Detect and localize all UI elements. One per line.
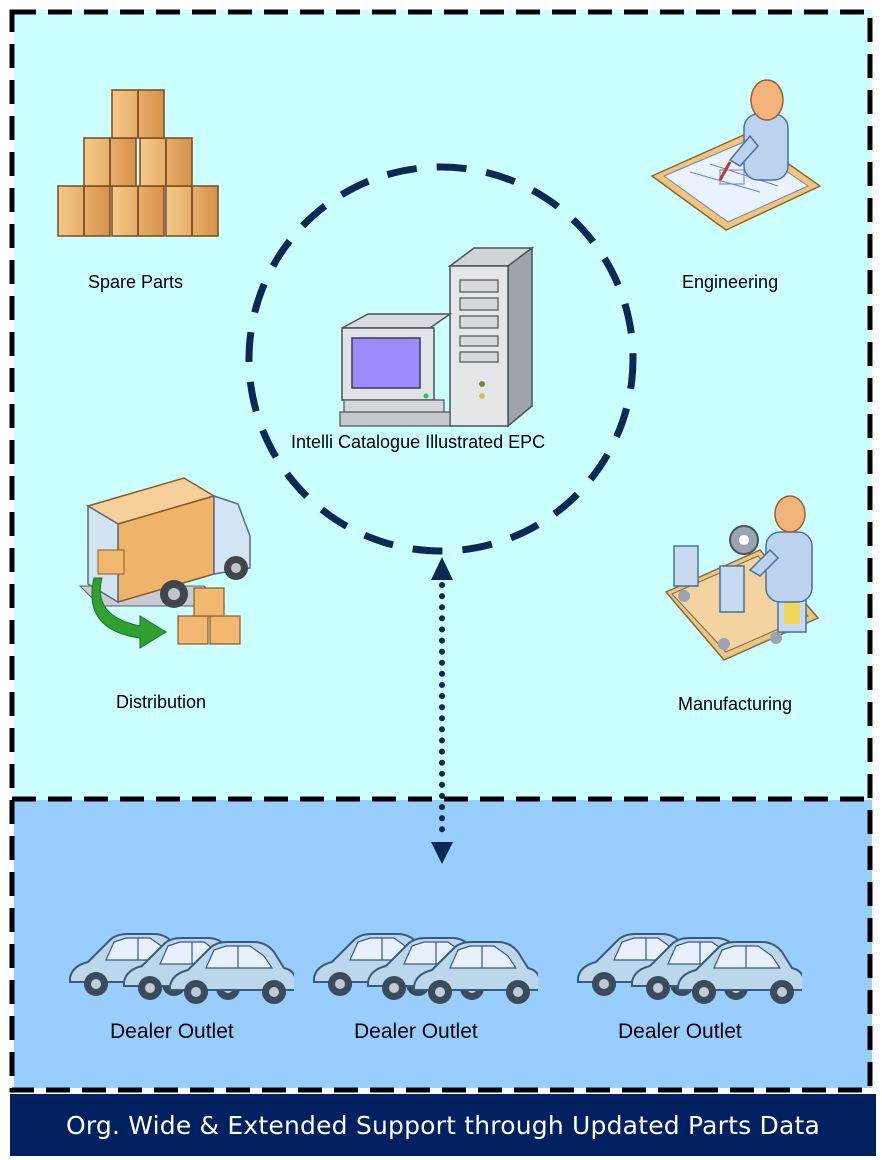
engineer-icon [650,79,822,231]
distribution-label: Distribution [116,692,207,712]
delivery-truck-icon [78,477,251,649]
catalogue-circle [245,163,637,555]
catalogue-label: Intelli Catalogue Illustrated EPC [291,432,546,452]
spare-parts-label: Spare Parts [88,272,184,292]
arrow-up-icon [431,557,453,580]
dealer-outlet-label: Dealer Outlet [354,1020,478,1043]
dealer-outlet-label: Dealer Outlet [618,1020,742,1043]
footer-text: Org. Wide & Extended Support through Upd… [65,1110,821,1140]
computer-server-icon [339,246,534,428]
dealer-outlet-label: Dealer Outlet [110,1020,234,1043]
outer-dashed-border [9,9,873,1093]
arrow-down-icon [431,842,453,864]
car-group-3-icon [577,933,802,1005]
car-group-1-icon [69,933,294,1005]
engineering-label: Engineering [682,272,779,292]
car-group-2-icon [313,933,538,1005]
crates-icon [57,89,219,237]
manufacturing-worker-icon [664,495,820,661]
footer-banner: Org. Wide & Extended Support through Upd… [10,1094,876,1156]
manufacturing-label: Manufacturing [678,694,793,714]
